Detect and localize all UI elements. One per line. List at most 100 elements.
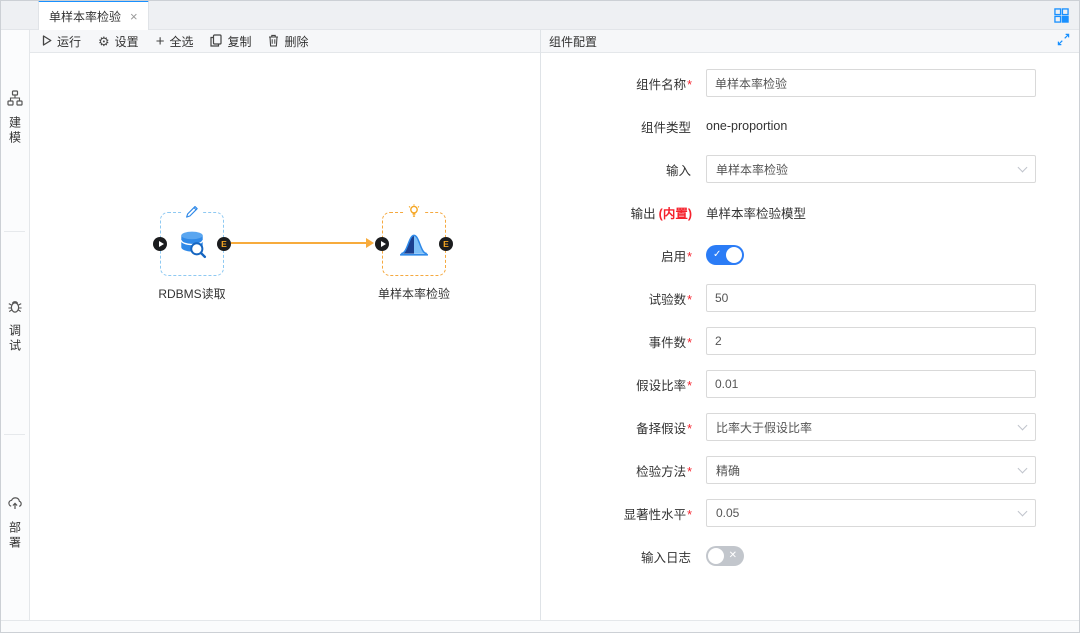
canvas-column: 运行 ⚙ 设置 + 全选 复制 bbox=[30, 30, 540, 620]
sidebar-item-label: 部署 bbox=[7, 521, 22, 551]
run-label: 运行 bbox=[57, 34, 82, 49]
port-output-rdbms[interactable]: E bbox=[217, 237, 231, 251]
tab-label: 单样本率检验 bbox=[49, 9, 122, 24]
edit-pencil-icon[interactable] bbox=[182, 204, 202, 219]
field-row-enable: 启用* ✓ bbox=[541, 241, 1080, 269]
port-output-label: E bbox=[221, 239, 227, 249]
lightbulb-icon[interactable] bbox=[404, 204, 424, 219]
sidebar-item-deploy[interactable]: 部署 bbox=[0, 495, 29, 551]
test-method-select[interactable]: 精确 bbox=[706, 456, 1036, 484]
copy-icon bbox=[210, 33, 223, 49]
required-mark: * bbox=[687, 378, 692, 393]
field-row-trials: 试验数* bbox=[541, 284, 1080, 312]
field-row-significance: 显著性水平* 0.05 bbox=[541, 499, 1080, 527]
run-button[interactable]: 运行 bbox=[42, 33, 81, 50]
expand-icon[interactable] bbox=[1057, 33, 1070, 49]
settings-button[interactable]: ⚙ 设置 bbox=[98, 33, 139, 50]
panel-header: 组件配置 bbox=[541, 30, 1080, 53]
hypothesized-ratio-input[interactable] bbox=[706, 370, 1036, 398]
required-mark: * bbox=[687, 77, 692, 92]
events-input[interactable] bbox=[706, 327, 1036, 355]
field-label: 组件名称* bbox=[636, 77, 692, 92]
enable-toggle[interactable]: ✓ bbox=[706, 245, 744, 265]
left-sidebar: 建模 调试 部署 bbox=[0, 30, 30, 620]
field-row-input: 输入 单样本率检验 bbox=[541, 155, 1080, 183]
required-mark: * bbox=[687, 249, 692, 264]
field-row-output: 输出(内置) 单样本率检验模型 bbox=[541, 198, 1080, 226]
sidebar-item-debug[interactable]: 调试 bbox=[0, 298, 29, 354]
output-value: 单样本率检验模型 bbox=[706, 206, 807, 221]
bell-curve-icon bbox=[399, 229, 429, 259]
deploy-icon bbox=[7, 495, 23, 516]
field-label: 启用* bbox=[661, 249, 692, 264]
database-search-icon bbox=[177, 229, 207, 259]
field-label: 输出(内置) bbox=[630, 206, 692, 221]
field-label: 试验数* bbox=[648, 292, 692, 307]
field-row-input-log: 输入日志 ✕ bbox=[541, 542, 1080, 570]
chevron-down-icon bbox=[1017, 463, 1028, 474]
test-method-select-value: 精确 bbox=[716, 463, 741, 478]
component-type-value: one-proportion bbox=[706, 119, 788, 133]
sidebar-divider bbox=[4, 231, 25, 232]
panel-body: 组件名称* 组件类型 one-proportion 输入 单样本率检验 输出(内… bbox=[541, 53, 1080, 620]
field-label: 显著性水平* bbox=[623, 507, 692, 522]
input-select-value: 单样本率检验 bbox=[716, 162, 789, 177]
port-output-test[interactable]: E bbox=[439, 237, 453, 251]
alternative-select[interactable]: 比率大于假设比率 bbox=[706, 413, 1036, 441]
port-input-rdbms[interactable] bbox=[153, 237, 167, 251]
tab-bar: 单样本率检验 × bbox=[0, 0, 1080, 30]
node-rdbms-read[interactable] bbox=[160, 204, 224, 276]
field-row-test-method: 检验方法* 精确 bbox=[541, 456, 1080, 484]
input-log-toggle[interactable]: ✕ bbox=[706, 546, 744, 566]
port-input-test[interactable] bbox=[375, 237, 389, 251]
tab-one-proportion-test[interactable]: 单样本率检验 × bbox=[38, 0, 149, 30]
field-row-component-name: 组件名称* bbox=[541, 69, 1080, 97]
workflow-canvas[interactable]: E RDBMS读取 bbox=[30, 53, 540, 620]
cross-icon: ✕ bbox=[728, 550, 737, 561]
trash-icon bbox=[268, 34, 279, 49]
field-label: 输入日志 bbox=[640, 550, 691, 565]
edge-arrowhead bbox=[366, 238, 374, 248]
plus-icon: + bbox=[155, 32, 165, 50]
chevron-down-icon bbox=[1017, 420, 1028, 431]
copy-button[interactable]: 复制 bbox=[210, 33, 251, 50]
delete-button[interactable]: 删除 bbox=[268, 33, 309, 50]
settings-label: 设置 bbox=[114, 34, 139, 49]
node-one-proportion[interactable] bbox=[382, 204, 446, 276]
sidebar-item-label: 建模 bbox=[7, 116, 22, 146]
builtin-tag: (内置) bbox=[658, 206, 692, 221]
tab-close-icon[interactable]: × bbox=[130, 8, 138, 24]
toggle-knob bbox=[726, 247, 742, 263]
select-all-button[interactable]: + 全选 bbox=[156, 33, 194, 50]
node-label-rdbms: RDBMS读取 bbox=[158, 287, 226, 301]
required-mark: * bbox=[687, 292, 692, 307]
field-label: 事件数* bbox=[648, 335, 692, 350]
modeling-icon bbox=[6, 90, 23, 111]
sidebar-item-modeling[interactable]: 建模 bbox=[0, 90, 29, 146]
debug-icon bbox=[7, 298, 23, 319]
input-select[interactable]: 单样本率检验 bbox=[706, 155, 1036, 183]
sidebar-item-label: 调试 bbox=[7, 324, 22, 354]
trials-input[interactable] bbox=[706, 284, 1036, 312]
edge-rdbms-to-test bbox=[231, 242, 367, 244]
panel-title: 组件配置 bbox=[549, 34, 598, 49]
delete-label: 删除 bbox=[284, 34, 309, 49]
required-mark: * bbox=[687, 335, 692, 350]
component-name-input[interactable] bbox=[706, 69, 1036, 97]
field-label: 备择假设* bbox=[636, 421, 692, 436]
sidebar-divider bbox=[4, 434, 25, 435]
field-row-events: 事件数* bbox=[541, 327, 1080, 355]
node-label-one-proportion: 单样本率检验 bbox=[377, 287, 450, 301]
required-mark: * bbox=[687, 421, 692, 436]
toggle-knob bbox=[708, 548, 724, 564]
bottom-strip bbox=[0, 620, 1080, 633]
layout-grid-icon[interactable] bbox=[1054, 8, 1069, 23]
required-mark: * bbox=[687, 507, 692, 522]
check-icon: ✓ bbox=[713, 249, 722, 260]
field-row-hypothesized-ratio: 假设比率* bbox=[541, 370, 1080, 398]
significance-select[interactable]: 0.05 bbox=[706, 499, 1036, 527]
field-row-component-type: 组件类型 one-proportion bbox=[541, 112, 1080, 140]
port-output-label: E bbox=[443, 239, 449, 249]
run-icon bbox=[42, 34, 52, 48]
copy-label: 复制 bbox=[227, 34, 252, 49]
